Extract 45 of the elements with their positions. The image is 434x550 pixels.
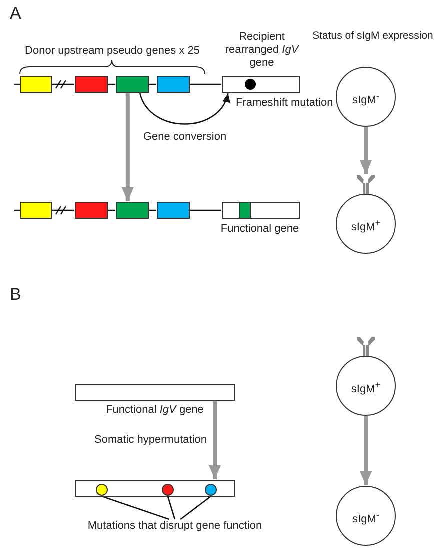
caption-text: Functional gene [220, 223, 300, 236]
locus-line [108, 210, 116, 212]
gene-box [20, 202, 52, 219]
cell-label: sIgM$^{+}$ [350, 217, 382, 235]
gene-bar [75, 480, 235, 497]
leader-line [167, 496, 176, 520]
mutation-dot [205, 484, 217, 496]
gene-box [116, 202, 149, 219]
edge-label: Somatic hypermutation [94, 434, 207, 447]
caption-text: Donor upstream pseudo genes x 25 [24, 45, 201, 58]
gene-bar [75, 384, 235, 401]
gene-box [116, 76, 149, 93]
locus-line [108, 84, 116, 86]
locus-line [150, 84, 156, 86]
gene-box [222, 202, 300, 219]
heading-text: Status of sIgM expression [312, 30, 434, 43]
panel-letter: A [10, 4, 22, 23]
leader-line [102, 496, 170, 520]
gene-box [157, 76, 190, 93]
panel-letter: B [10, 285, 22, 304]
caption-text: Frameshift mutation [236, 97, 334, 110]
mutation-dot [162, 484, 174, 496]
locus-line [52, 84, 74, 86]
cell-label: sIgM$^{+}$ [350, 379, 382, 397]
arrow [360, 128, 372, 174]
gene-box [75, 202, 108, 219]
gene-box [75, 76, 108, 93]
cell-label: sIgM$^{-}$ [352, 90, 380, 108]
arrow [360, 416, 372, 486]
arrow [139, 93, 230, 125]
gene-box [157, 202, 190, 219]
mutation-dot [96, 484, 108, 496]
locus-line [190, 84, 222, 86]
gene-label: Recipient rearranged IgV gene [224, 31, 300, 70]
locus-line [190, 210, 222, 212]
gene-box [20, 76, 52, 93]
arrow [209, 402, 221, 480]
locus-line [150, 210, 156, 212]
cell-label: sIgM$^{-}$ [352, 509, 380, 527]
leader-line [180, 496, 212, 520]
arrow [122, 94, 134, 202]
caption-text: Mutations that disrupt gene function [86, 520, 264, 533]
edge-label: Gene conversion [142, 131, 228, 144]
locus-line [52, 210, 74, 212]
caption-text: Functional IgV gene [105, 404, 205, 417]
